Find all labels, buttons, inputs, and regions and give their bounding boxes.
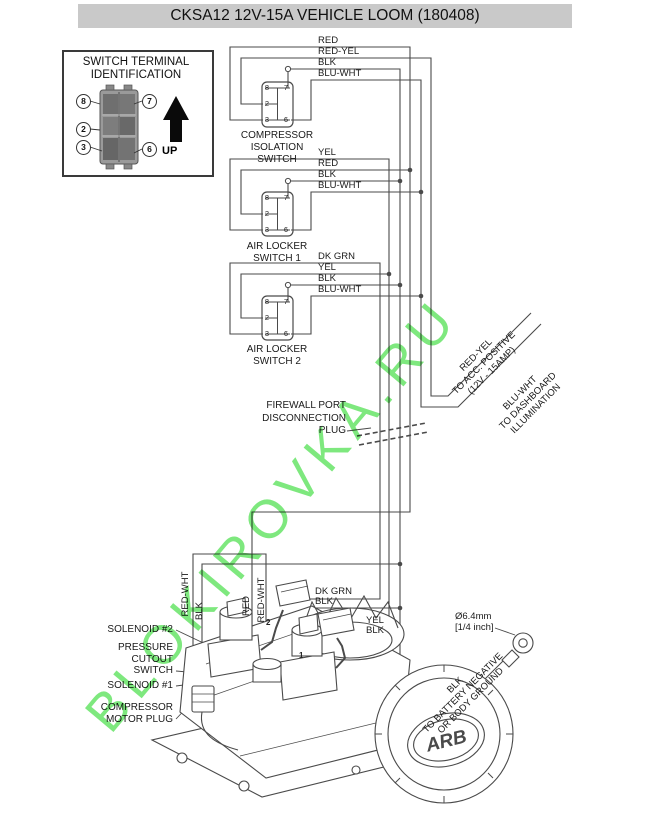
switch3-name: AIR LOCKER SWITCH 2 — [246, 344, 308, 367]
solenoid2-nut — [226, 597, 247, 617]
sw3-t3: 3 — [264, 329, 270, 338]
page-title: CKSA12 12V-15A VEHICLE LOOM (180408) — [78, 4, 572, 28]
sol2-blk-label: BLK — [315, 596, 333, 607]
wire-red — [229, 46, 411, 650]
wire-label-yel: YEL — [318, 147, 336, 158]
legend-title-line2: IDENTIFICATION — [90, 69, 182, 81]
switch2-name: AIR LOCKER SWITCH 1 — [246, 241, 308, 264]
sol1-blk-label: BLK — [366, 625, 384, 636]
switch-terminal-legend — [62, 50, 214, 177]
sw2-t8: 8 — [264, 193, 270, 202]
switch2-body — [261, 191, 294, 237]
wire-yel-bus — [229, 158, 390, 629]
wire-label-red2: RED — [318, 158, 339, 169]
switch3-body — [261, 295, 294, 341]
solenoid2-marker: 2 — [266, 618, 271, 627]
motor-blk-label: BLK — [193, 602, 205, 620]
legend-terminal-6: 6 — [142, 142, 157, 157]
firewall-plug-symbol — [346, 422, 429, 446]
wire-label-blu-wht: BLU-WHT — [318, 68, 362, 79]
solenoid1-marker: 1 — [299, 651, 304, 660]
wire-red-yel — [240, 57, 532, 397]
sw2-t7: 7 — [283, 193, 289, 202]
sw3-t2: 2 — [264, 313, 270, 322]
up-label: UP — [162, 145, 178, 157]
wire-label-blu-wht2: BLU-WHT — [318, 180, 362, 191]
compressor-art: ARB — [150, 579, 514, 804]
legend-leader-lines — [89, 100, 143, 154]
sw3-t6: 6 — [283, 329, 289, 338]
bolt-icon — [351, 765, 361, 775]
wire-red-sw2 — [240, 169, 410, 215]
sol2-dk-grn-label: DK GRN — [315, 586, 352, 597]
legend-terminal-8: 8 — [76, 94, 91, 109]
pressure-switch-top — [252, 657, 282, 671]
solenoid1-label: SOLENOID #1 — [107, 680, 173, 691]
motor-plug — [191, 685, 215, 713]
pressure-cutout-label: PRESSURE CUTOUT SWITCH — [117, 642, 173, 676]
ring-terminal — [501, 632, 534, 668]
wire-blu-wht — [291, 79, 542, 408]
sw2-t6: 6 — [283, 225, 289, 234]
motor-plug-label: COMPRESSOR MOTOR PLUG — [100, 702, 173, 725]
solenoid1-nut — [298, 613, 319, 635]
legend-terminal-2: 2 — [76, 122, 91, 137]
sw1-t7: 7 — [283, 83, 289, 92]
sol1-yel-label: YEL — [366, 615, 384, 626]
bolt-icon — [238, 780, 250, 792]
wire-label-yel2: YEL — [318, 262, 336, 273]
pressure-red-label: RED — [240, 595, 252, 617]
junction-dots — [386, 167, 424, 640]
wire-yel-sw3 — [240, 273, 389, 319]
wire-label-dk-grn: DK GRN — [318, 251, 355, 262]
wire-label-red: RED — [318, 35, 339, 46]
sw3-t7: 7 — [283, 297, 289, 306]
legend-switch-photo — [99, 84, 139, 170]
sw2-t3: 3 — [264, 225, 270, 234]
junction-open-circles — [284, 65, 292, 289]
bolt-icon — [176, 752, 188, 764]
wire-blu-wht-sw2 — [291, 191, 421, 231]
sw3-t8: 8 — [264, 297, 270, 306]
sw1-t6: 6 — [283, 115, 289, 124]
sw2-t2: 2 — [264, 209, 270, 218]
sw1-t2: 2 — [264, 99, 270, 108]
legend-terminal-7: 7 — [142, 94, 157, 109]
firewall-plug-label: FIREWALL PORT DISCONNECTION PLUG — [262, 400, 346, 436]
legend-terminal-3: 3 — [76, 140, 91, 155]
wire-label-blk3: BLK — [318, 273, 336, 284]
wire-dk-grn — [229, 262, 381, 600]
wire-label-red-yel: RED-YEL — [318, 46, 360, 57]
wire-label-blu-wht3: BLU-WHT — [318, 284, 362, 295]
wire-motor-red-wht — [192, 553, 267, 688]
up-arrow-icon — [163, 96, 189, 142]
wire-blu-wht-sw3 — [291, 295, 421, 335]
switch1-name: COMPRESSOR ISOLATION SWITCH — [240, 130, 314, 165]
solenoid2-plug — [275, 579, 311, 607]
motor-plug-wire — [200, 711, 239, 751]
motor-red-wht-label: RED-WHT — [179, 571, 191, 617]
ring-size-label: Ø6.4mm [1/4 inch] — [455, 611, 494, 633]
switch1-body — [261, 81, 294, 128]
sw1-t8: 8 — [264, 83, 270, 92]
switch-bodies — [261, 81, 294, 341]
legend-title-line1: SWITCH TERMINAL — [82, 56, 190, 68]
solenoid2-label: SOLENOID #2 — [107, 624, 173, 635]
sw1-t3: 3 — [264, 115, 270, 124]
wire-label-blk2: BLK — [318, 169, 336, 180]
wire-label-blk: BLK — [318, 57, 336, 68]
